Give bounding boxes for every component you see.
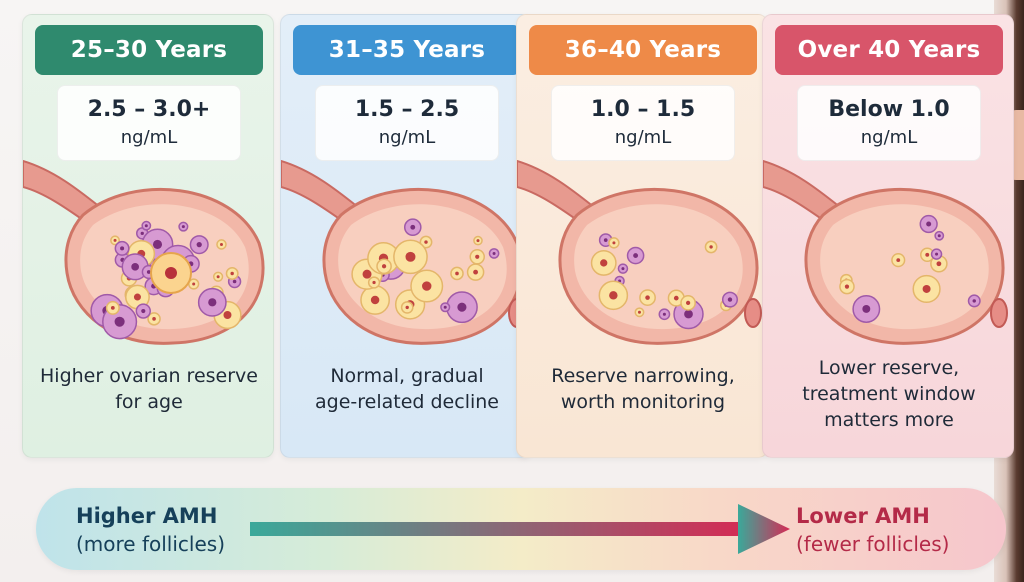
- higher-amh-label: Higher AMH (more follicles): [76, 502, 256, 558]
- caption-line: for age: [115, 391, 183, 413]
- caption-line: Lower reserve,: [818, 357, 960, 379]
- stage-card-over-40: Over 40 Years Below 1.0 ng/mL Lower rese…: [762, 14, 1014, 458]
- caption-line: Normal, gradual: [330, 365, 484, 387]
- caption-line: treatment window: [802, 383, 976, 405]
- lower-amh-sub: (fewer follicles): [796, 532, 950, 556]
- stage-card-36-40: 36–40 Years 1.0 – 1.5 ng/mL Reserve narr…: [516, 14, 768, 458]
- amh-unit: ng/mL: [860, 127, 918, 148]
- stage-card-25-30: 25–30 Years 2.5 – 3.0+ ng/mL Higher ovar…: [22, 14, 274, 458]
- amh-range: 1.5 – 2.5: [354, 97, 460, 122]
- amh-value-box: 2.5 – 3.0+ ng/mL: [57, 85, 241, 161]
- stage-caption: Lower reserve, treatment window matters …: [771, 355, 1007, 433]
- amh-range: 1.0 – 1.5: [590, 97, 696, 122]
- amh-unit: ng/mL: [614, 127, 672, 148]
- stage-age-label: 31–35 Years: [293, 25, 521, 75]
- amh-unit: ng/mL: [120, 127, 178, 148]
- stage-caption: Reserve narrowing, worth monitoring: [525, 363, 761, 415]
- gradient-arrow-icon: [250, 504, 790, 554]
- lower-amh-label: Lower AMH (fewer follicles): [796, 502, 996, 558]
- stage-card-31-35: 31–35 Years 1.5 – 2.5 ng/mL Normal, grad…: [280, 14, 532, 458]
- higher-amh-sub: (more follicles): [76, 532, 225, 556]
- higher-amh-title: Higher AMH: [76, 504, 218, 528]
- stage-age-label: 25–30 Years: [35, 25, 263, 75]
- amh-unit: ng/mL: [378, 127, 436, 148]
- amh-range: Below 1.0: [828, 97, 950, 122]
- amh-range: 2.5 – 3.0+: [87, 97, 211, 122]
- caption-line: age-related decline: [315, 391, 499, 413]
- amh-value-box: Below 1.0 ng/mL: [797, 85, 981, 161]
- amh-value-box: 1.5 – 2.5 ng/mL: [315, 85, 499, 161]
- ovary-illustration-icon: [763, 159, 1008, 345]
- caption-line: Higher ovarian reserve: [40, 365, 258, 387]
- ovary-illustration-icon: [517, 159, 762, 345]
- amh-value-box: 1.0 – 1.5 ng/mL: [551, 85, 735, 161]
- caption-line: worth monitoring: [560, 391, 726, 413]
- stage-caption: Normal, gradual age-related decline: [289, 363, 525, 415]
- ovary-illustration-icon: [23, 159, 265, 345]
- stage-age-label: 36–40 Years: [529, 25, 757, 75]
- amh-scale-bar: Higher AMH (more follicles) Lower AMH (f…: [36, 488, 1006, 570]
- caption-line: matters more: [824, 409, 954, 431]
- stage-age-label: Over 40 Years: [775, 25, 1003, 75]
- caption-line: Reserve narrowing,: [551, 365, 735, 387]
- stage-caption: Higher ovarian reserve for age: [31, 363, 267, 415]
- lower-amh-title: Lower AMH: [796, 504, 930, 528]
- age-stage-cards: 25–30 Years 2.5 – 3.0+ ng/mL Higher ovar…: [22, 14, 1014, 460]
- ovary-illustration-icon: [281, 159, 526, 345]
